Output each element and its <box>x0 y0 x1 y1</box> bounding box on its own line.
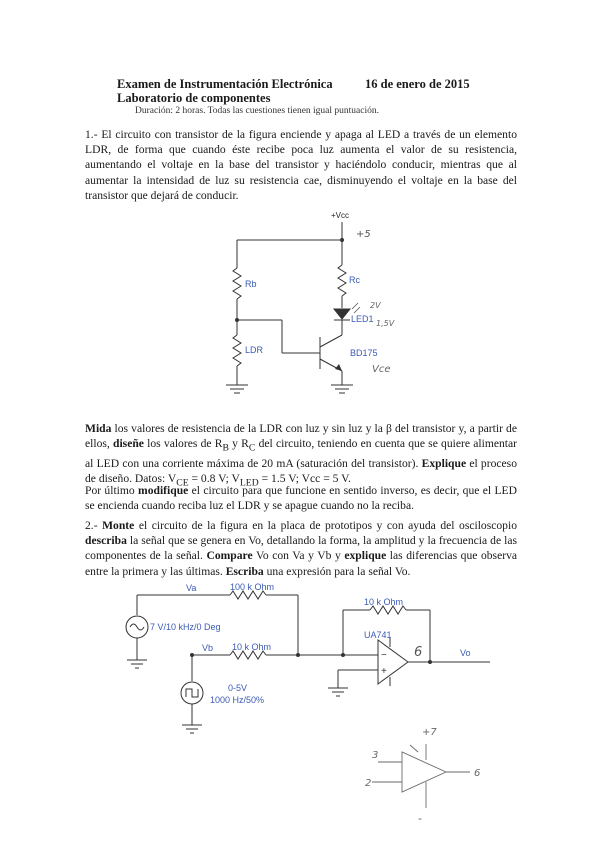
pin-6-note: 6 <box>414 645 422 660</box>
vo-label: Vo <box>460 648 471 658</box>
question-1-modify: Por último modifique el circuito para qu… <box>85 484 517 513</box>
r1-label: 100 k Ohm <box>230 582 274 592</box>
sketch-label-3: 3 <box>372 750 378 761</box>
ldr-label: LDR <box>245 345 264 355</box>
rc-label: Rc <box>349 275 360 285</box>
hand-note-2: 2V <box>370 301 381 310</box>
hand-note-4: Vce <box>372 364 391 375</box>
led-label: LED1 <box>351 314 374 324</box>
hand-note-1: +5 <box>356 229 371 240</box>
r2-label: 10 k Ohm <box>232 642 271 652</box>
exam-duration: Duración: 2 horas. Todas las cuestiones … <box>135 106 379 116</box>
opamp-plus: + <box>381 666 387 677</box>
question-1-design: Mida los valores de resistencia de la LD… <box>85 422 518 489</box>
question-1-intro: 1.- El circuito con transistor de la fig… <box>85 128 517 202</box>
vcc-label: +Vcc <box>331 211 349 220</box>
source2-voltage-label: 0-5V <box>228 683 247 693</box>
rf-label: 10 k Ohm <box>364 597 403 607</box>
rb-label: Rb <box>245 279 257 289</box>
exam-title: Examen de Instrumentación Electrónica <box>117 77 333 91</box>
opamp-label: UA741 <box>364 630 392 640</box>
va-label: Va <box>186 583 196 593</box>
question-2-text: 2.- Monte el circuito de la figura en la… <box>85 519 518 578</box>
transistor-label: BD175 <box>350 348 378 358</box>
sketch-label-plus7: +7 <box>422 727 437 738</box>
source1-label: 7 V/10 kHz/0 Deg <box>150 622 221 632</box>
source2-freq-label: 1000 Hz/50% <box>210 695 264 705</box>
sketch-label-minus: - <box>418 812 422 825</box>
opamp-minus: − <box>381 650 387 661</box>
sketch-label-6: 6 <box>474 768 480 779</box>
vb-label: Vb <box>202 643 213 653</box>
hand-note-3: 1,5V <box>376 319 395 328</box>
exam-subtitle: Laboratorio de componentes <box>117 91 271 105</box>
sketch-label-2: 2 <box>365 778 371 789</box>
exam-date: 16 de enero de 2015 <box>365 77 470 91</box>
